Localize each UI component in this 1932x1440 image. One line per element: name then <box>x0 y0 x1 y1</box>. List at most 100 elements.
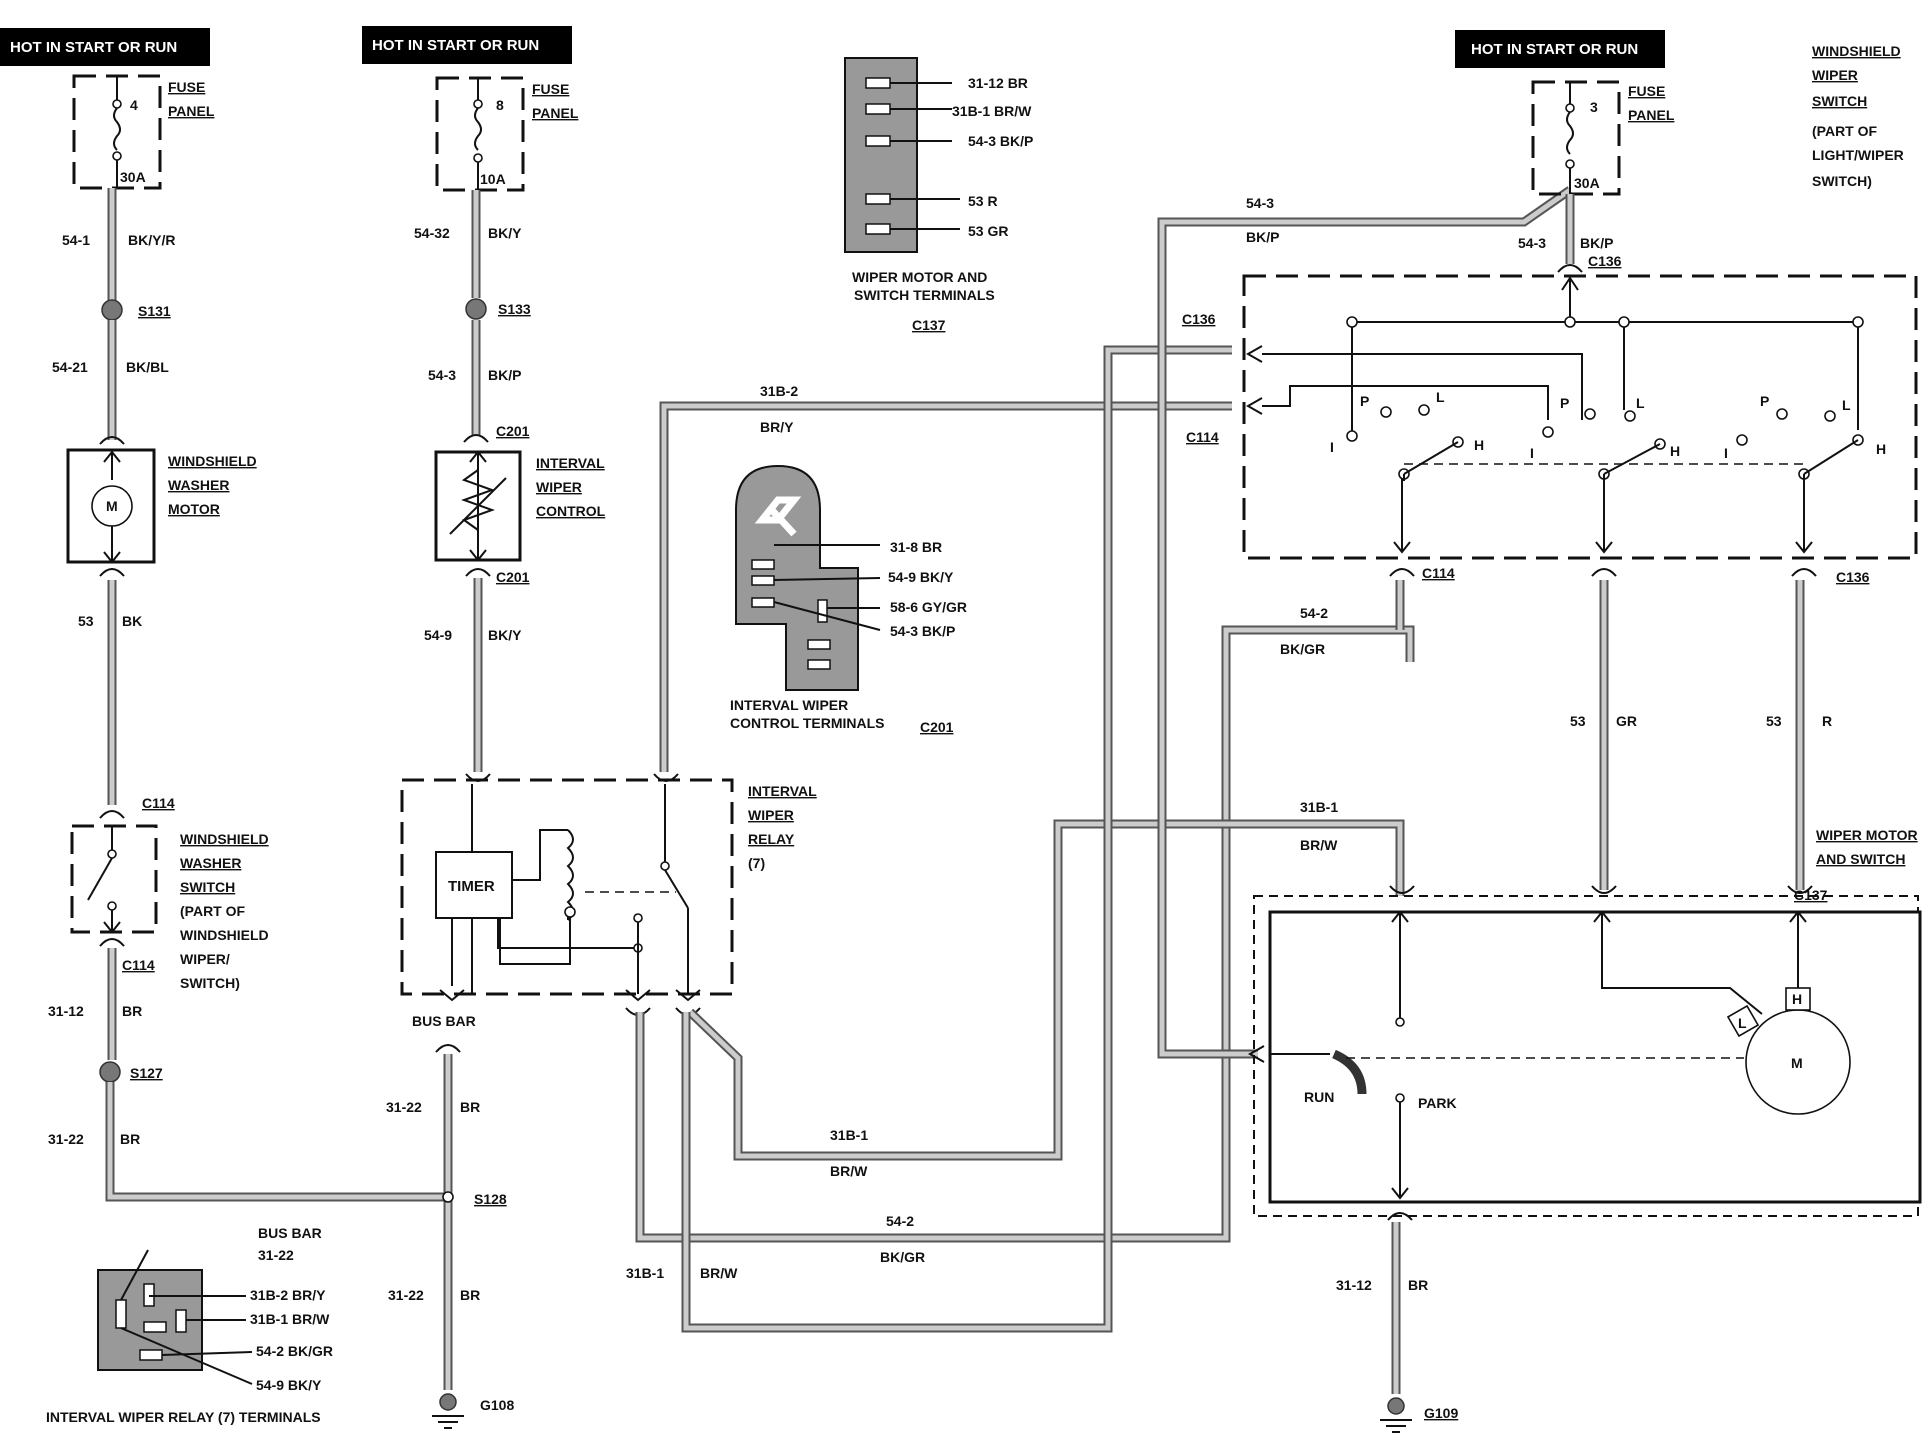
interval-relay-terminals: BUS BAR 31-22 31B-2 BR/Y 31B-1 BR/W 54-2… <box>46 1225 333 1425</box>
svg-text:C114: C114 <box>1186 429 1219 445</box>
svg-text:BR/W: BR/W <box>1300 837 1338 853</box>
svg-text:PANEL: PANEL <box>1628 107 1675 123</box>
svg-text:H: H <box>1474 437 1484 453</box>
svg-text:INTERVAL WIPER RELAY (7) TERMI: INTERVAL WIPER RELAY (7) TERMINALS <box>46 1409 321 1425</box>
svg-text:AND SWITCH: AND SWITCH <box>1816 851 1905 867</box>
svg-text:31-12 BR: 31-12 BR <box>968 75 1028 91</box>
washer-switch: WINDSHIELD WASHER SWITCH (PART OF WINDSH… <box>70 824 269 991</box>
washer-motor: M WINDSHIELD WASHER MOTOR <box>66 448 257 564</box>
svg-text:BR/W: BR/W <box>700 1265 738 1281</box>
svg-text:54-2 BK/GR: 54-2 BK/GR <box>256 1343 333 1359</box>
svg-text:TIMER: TIMER <box>448 878 495 895</box>
svg-text:PARK: PARK <box>1418 1095 1457 1111</box>
svg-text:GR: GR <box>1616 713 1637 729</box>
svg-text:HOT IN START OR RUN: HOT IN START OR RUN <box>372 37 539 54</box>
svg-text:WIPER/: WIPER/ <box>180 951 230 967</box>
svg-text:FUSE: FUSE <box>1628 83 1665 99</box>
svg-text:H: H <box>1792 991 1802 1007</box>
svg-text:PANEL: PANEL <box>532 105 579 121</box>
svg-text:31B-2: 31B-2 <box>760 383 798 399</box>
svg-text:10A: 10A <box>480 171 506 187</box>
svg-text:31-22: 31-22 <box>388 1287 424 1303</box>
svg-text:C201: C201 <box>496 423 530 439</box>
svg-text:31B-1: 31B-1 <box>1300 799 1338 815</box>
windshield-wiper-switch: P L I H P L I H P L I H WINDSHIELD WIP <box>1242 43 1918 560</box>
splice-s131: S131 <box>101 299 171 321</box>
svg-text:BR: BR <box>1408 1277 1428 1293</box>
svg-text:(PART OF: (PART OF <box>180 903 246 919</box>
svg-text:WINDSHIELD: WINDSHIELD <box>168 453 257 469</box>
wiper-motor-terminals: 31-12 BR 31B-1 BR/W 54-3 BK/P 53 R 53 GR… <box>844 57 1033 333</box>
svg-text:C201: C201 <box>496 569 530 585</box>
svg-text:53 R: 53 R <box>968 193 998 209</box>
svg-text:HOT IN START OR RUN: HOT IN START OR RUN <box>1471 41 1638 58</box>
svg-text:M: M <box>1791 1055 1803 1071</box>
svg-text:L: L <box>1436 389 1445 405</box>
svg-text:L: L <box>1738 1015 1747 1031</box>
svg-text:54-9 BK/Y: 54-9 BK/Y <box>888 569 954 585</box>
svg-text:H: H <box>1876 441 1886 457</box>
svg-text:31B-1 BR/W: 31B-1 BR/W <box>952 103 1032 119</box>
svg-text:PANEL: PANEL <box>168 103 215 119</box>
svg-text:FUSE: FUSE <box>532 81 569 97</box>
svg-text:R: R <box>1822 713 1832 729</box>
svg-text:P: P <box>1560 395 1569 411</box>
svg-text:M: M <box>106 498 118 514</box>
svg-text:31B-2 BR/Y: 31B-2 BR/Y <box>250 1287 326 1303</box>
splice-s128: S128 <box>442 1191 507 1207</box>
svg-text:53: 53 <box>78 613 94 629</box>
interval-wiper-relay: TIMER INTERVAL WIPER RELAY (7) BUS BAR <box>400 773 817 1029</box>
svg-text:BK/Y: BK/Y <box>488 225 522 241</box>
fuse-8: 8 10A FUSE PANEL <box>435 76 579 192</box>
svg-text:31-12: 31-12 <box>48 1003 84 1019</box>
svg-text:C114: C114 <box>122 957 155 973</box>
svg-text:31B-1: 31B-1 <box>830 1127 868 1143</box>
svg-text:BR: BR <box>122 1003 142 1019</box>
svg-text:I: I <box>1724 445 1728 461</box>
svg-text:31-22: 31-22 <box>258 1247 294 1263</box>
svg-text:54-3: 54-3 <box>1518 235 1546 251</box>
svg-text:WINDSHIELD: WINDSHIELD <box>180 927 269 943</box>
svg-text:54-3: 54-3 <box>428 367 456 383</box>
svg-text:(7): (7) <box>748 855 765 871</box>
svg-text:RELAY: RELAY <box>748 831 795 847</box>
svg-text:3: 3 <box>1590 99 1598 115</box>
svg-text:BK/BL: BK/BL <box>126 359 169 375</box>
svg-text:C136: C136 <box>1588 253 1622 269</box>
svg-text:L: L <box>1636 395 1645 411</box>
svg-text:C137: C137 <box>912 317 946 333</box>
interval-wiper-control: INTERVAL WIPER CONTROL <box>434 450 606 562</box>
svg-text:S131: S131 <box>138 303 171 319</box>
svg-text:31B-1: 31B-1 <box>626 1265 664 1281</box>
svg-text:BK/Y/R: BK/Y/R <box>128 232 175 248</box>
power-label-middle: HOT IN START OR RUN <box>362 26 572 64</box>
svg-text:54-21: 54-21 <box>52 359 88 375</box>
svg-text:C136: C136 <box>1182 311 1216 327</box>
svg-text:P: P <box>1360 393 1369 409</box>
svg-text:54-32: 54-32 <box>414 225 450 241</box>
svg-text:BK/GR: BK/GR <box>1280 641 1325 657</box>
svg-text:4: 4 <box>130 97 138 113</box>
svg-text:WINDSHIELD: WINDSHIELD <box>180 831 269 847</box>
svg-text:BK/P: BK/P <box>1246 229 1279 245</box>
svg-text:SWITCH TERMINALS: SWITCH TERMINALS <box>854 287 995 303</box>
svg-text:S127: S127 <box>130 1065 163 1081</box>
svg-text:SWITCH): SWITCH) <box>1812 173 1872 189</box>
svg-text:30A: 30A <box>1574 175 1600 191</box>
svg-text:54-2: 54-2 <box>886 1213 914 1229</box>
svg-text:INTERVAL: INTERVAL <box>536 455 605 471</box>
svg-text:LIGHT/WIPER: LIGHT/WIPER <box>1812 147 1904 163</box>
svg-text:31B-1 BR/W: 31B-1 BR/W <box>250 1311 330 1327</box>
svg-text:MOTOR: MOTOR <box>168 501 220 517</box>
svg-text:C201: C201 <box>920 719 954 735</box>
svg-text:54-2: 54-2 <box>1300 605 1328 621</box>
ground-g109: G109 <box>1380 1397 1458 1433</box>
splice-s127: S127 <box>99 1061 163 1083</box>
svg-text:WIPER MOTOR AND: WIPER MOTOR AND <box>852 269 987 285</box>
svg-text:54-3: 54-3 <box>1246 195 1274 211</box>
svg-text:C137: C137 <box>1794 887 1828 903</box>
svg-text:WIPER: WIPER <box>748 807 794 823</box>
svg-text:BR: BR <box>460 1099 480 1115</box>
svg-text:CONTROL TERMINALS: CONTROL TERMINALS <box>730 715 885 731</box>
